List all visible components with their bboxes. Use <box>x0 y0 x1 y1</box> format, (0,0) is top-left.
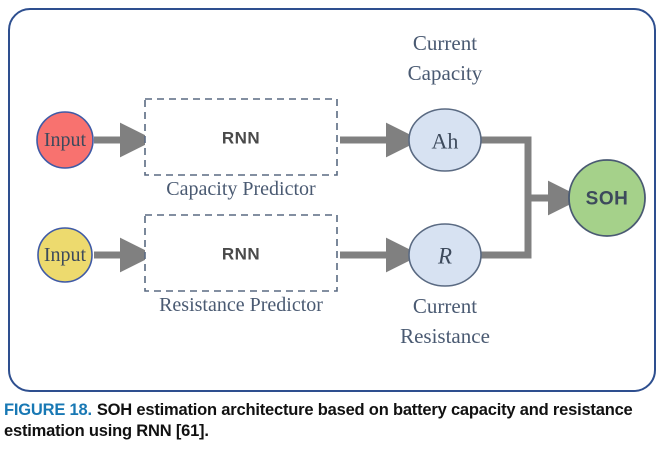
label-current-resistance-line2: Resistance <box>400 324 490 348</box>
label-current-capacity-line2: Capacity <box>408 61 483 85</box>
input-capacity-circle[interactable] <box>36 111 94 169</box>
rnn-resistance-label: RNN <box>222 245 260 264</box>
output-capacity-label: Ah <box>432 129 459 154</box>
figure-caption-text: SOH estimation architecture based on bat… <box>4 401 633 440</box>
input-capacity-label: Input <box>44 129 87 151</box>
rnn-capacity-dashed-box[interactable] <box>144 98 338 176</box>
edge-r-to-soh <box>481 198 532 259</box>
output-capacity-ellipse[interactable] <box>408 108 482 172</box>
rnn-resistance-dashed-box[interactable] <box>144 214 338 292</box>
soh-label: SOH <box>586 189 629 210</box>
node-input-capacity[interactable]: Input <box>36 111 94 169</box>
node-rnn-resistance[interactable]: RNN <box>144 214 338 292</box>
output-resistance-ellipse[interactable] <box>408 223 482 287</box>
label-resistance-predictor: Resistance Predictor <box>159 294 323 316</box>
label-capacity-predictor: Capacity Predictor <box>166 178 316 200</box>
node-output-resistance[interactable]: R <box>408 223 482 287</box>
figure-caption: FIGURE 18.SOH estimation architecture ba… <box>4 400 656 442</box>
node-soh[interactable]: SOH <box>568 159 646 237</box>
label-current-capacity-line1: Current <box>413 31 477 55</box>
output-resistance-label: R <box>437 244 452 269</box>
rnn-capacity-label: RNN <box>222 129 260 148</box>
soh-architecture-diagram: Input Input RNN Capacity Predictor RNN R… <box>36 31 646 348</box>
label-current-resistance-line1: Current <box>413 294 477 318</box>
figure-frame: Input Input RNN Capacity Predictor RNN R… <box>8 8 656 392</box>
edges-layer <box>94 122 583 273</box>
edge-ah-to-soh <box>481 136 532 198</box>
node-input-resistance[interactable]: Input <box>37 227 93 283</box>
node-output-capacity[interactable]: Ah <box>408 108 482 172</box>
input-resistance-circle[interactable] <box>37 227 93 283</box>
node-rnn-capacity[interactable]: RNN <box>144 98 338 176</box>
figure-number: FIGURE 18. <box>4 401 92 419</box>
soh-circle[interactable] <box>568 159 646 237</box>
input-resistance-label: Input <box>44 244 87 266</box>
